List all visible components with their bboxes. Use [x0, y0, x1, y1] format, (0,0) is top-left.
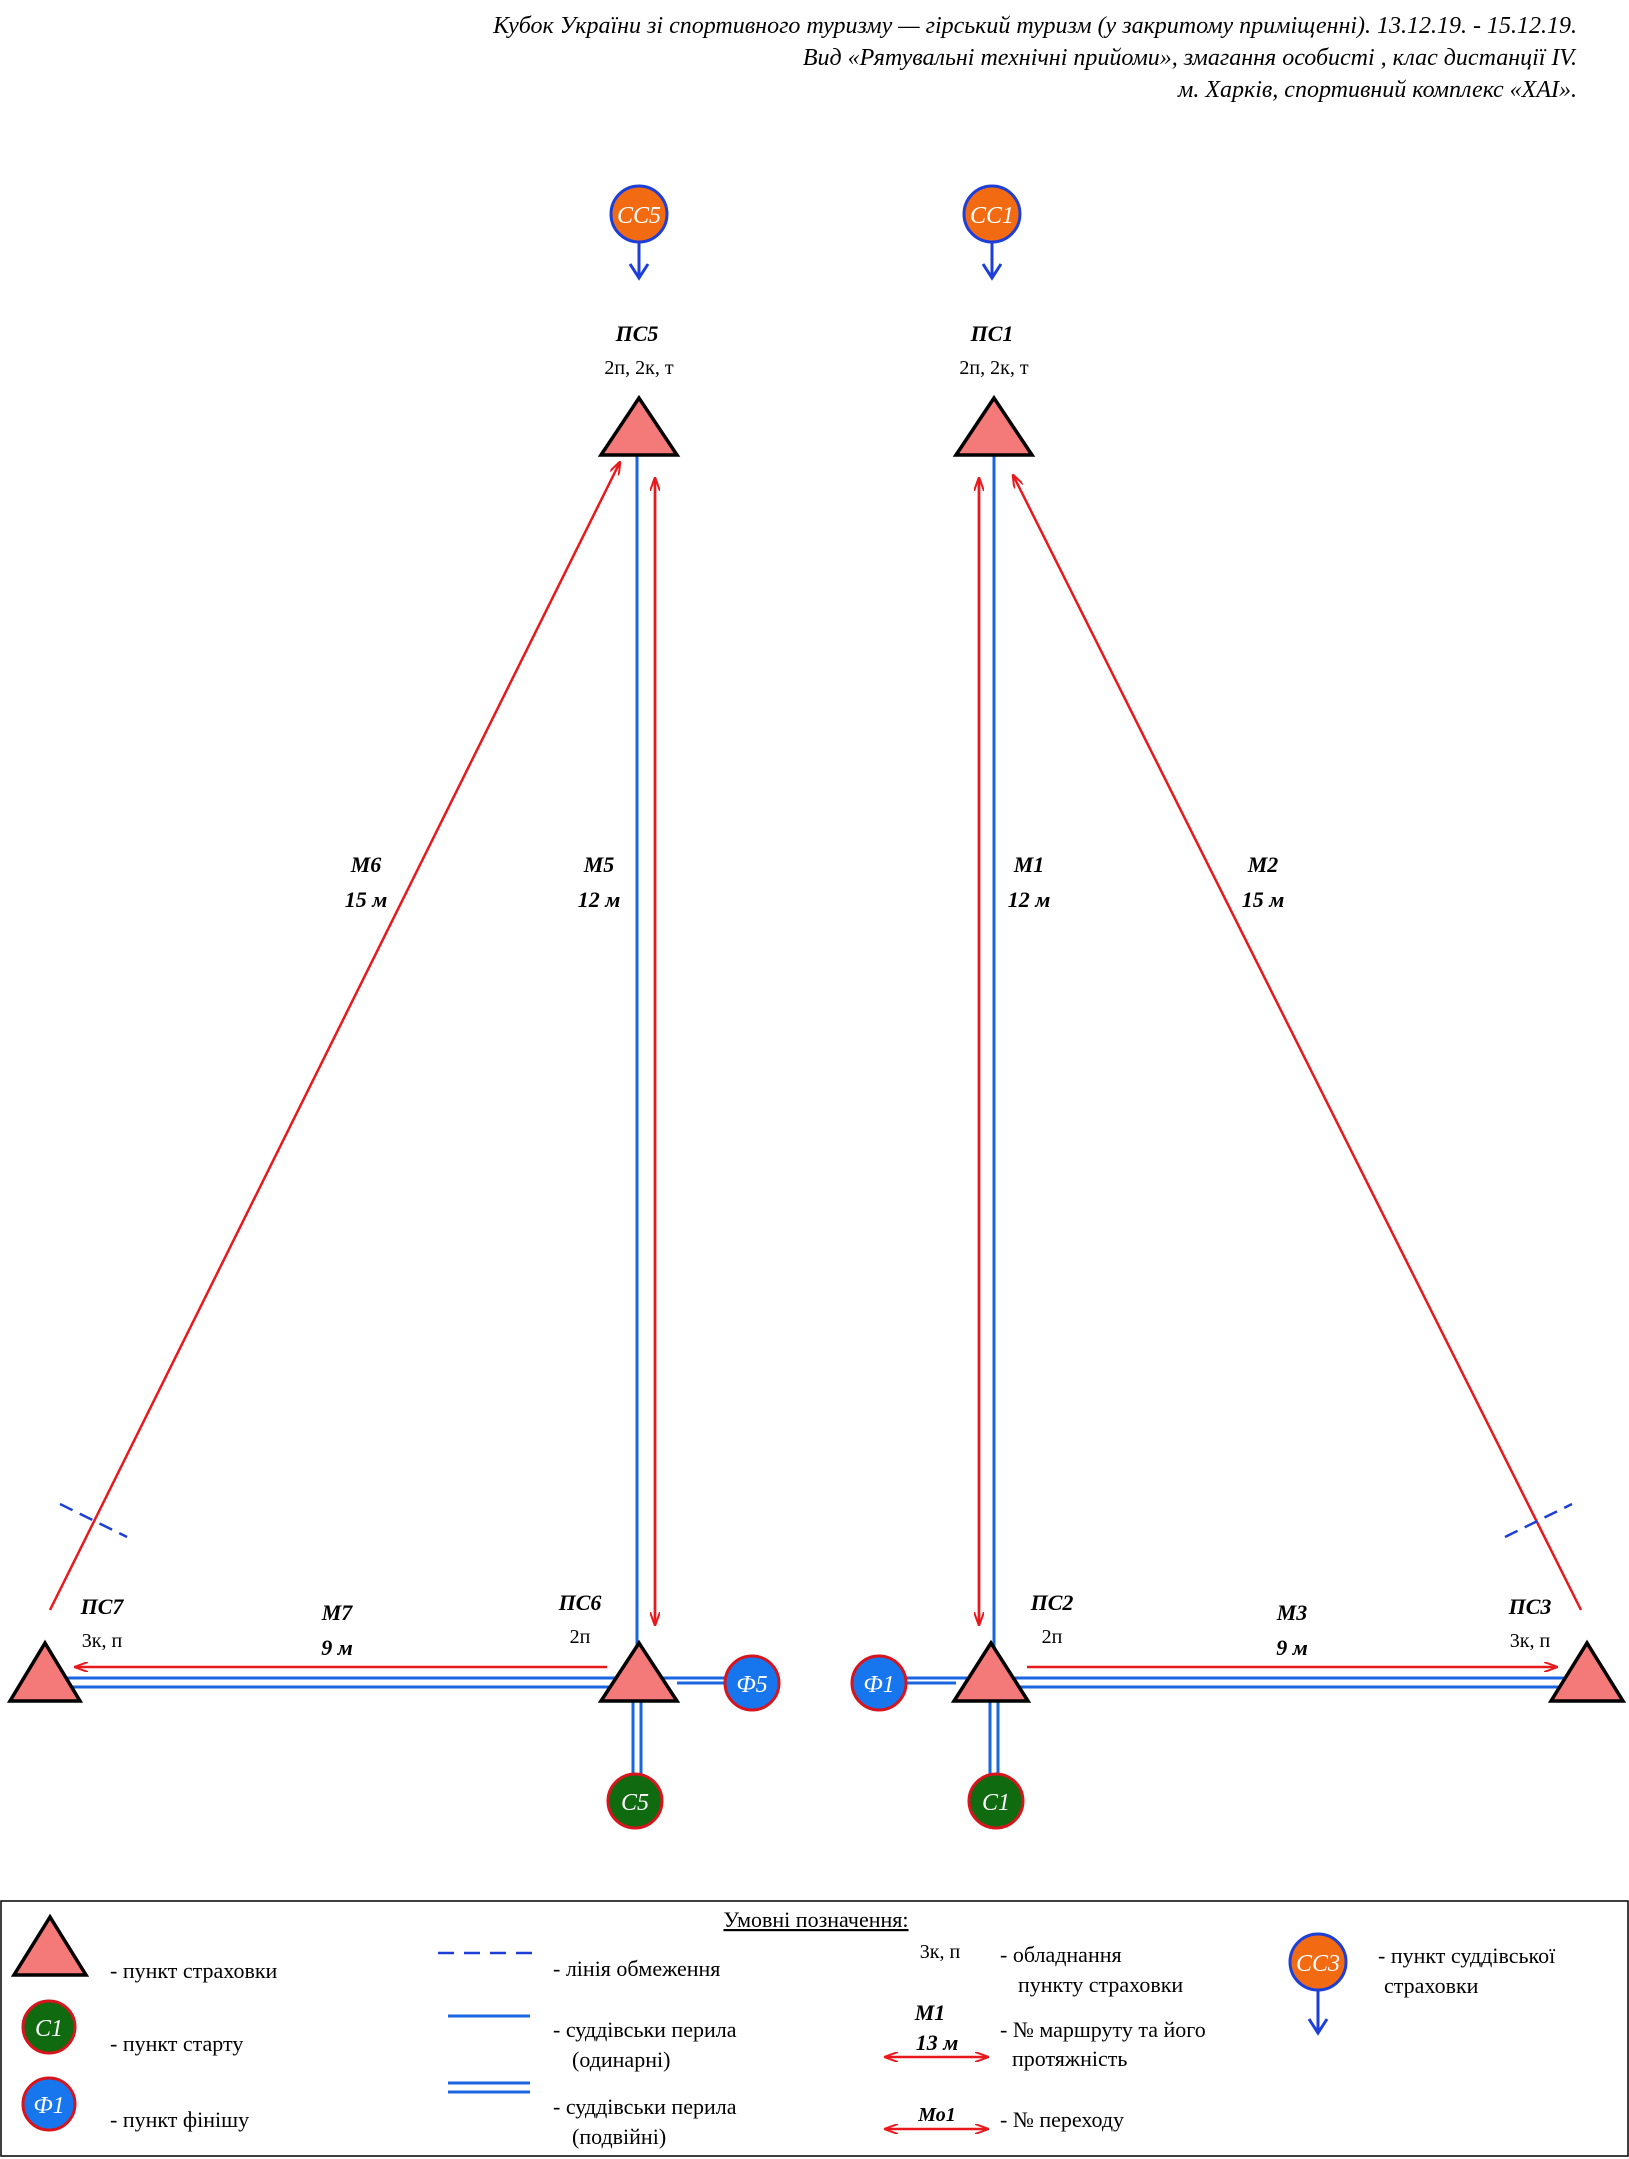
legend-route-icon-name: М1: [914, 2000, 946, 2025]
judge-circle-icon: [962, 184, 1022, 244]
legend-triangle-icon: [10, 1913, 90, 1977]
route-name-m3: М3: [1276, 1600, 1308, 1625]
legend-transfer-icon-name: Мо1: [917, 2104, 956, 2126]
judge-point-cc1: СС1: [962, 184, 1022, 281]
belay-point-triangle-ps7: [6, 1639, 84, 1703]
legend-single-text-1: - суддівськи перила: [553, 2017, 737, 2042]
belay-point-triangle-ps1: [952, 394, 1036, 457]
finish-label: Ф5: [736, 1672, 767, 1698]
route-name-m6: М6: [350, 852, 382, 877]
header-line-3: м. Харків, спортивний комплекс «ХАІ».: [1178, 77, 1577, 103]
start-circle-icon: [606, 1772, 664, 1830]
start-label: С1: [982, 1790, 1010, 1816]
judge-label: СС1: [970, 203, 1014, 229]
finish-circle-icon: [723, 1654, 781, 1712]
start-circle-icon: [967, 1772, 1025, 1830]
start-point-c5: С5: [606, 1772, 664, 1830]
point-equip-ps2: 2п: [1042, 1626, 1063, 1648]
point-name-ps3: ПС3: [1508, 1594, 1552, 1619]
legend-route-text-1: - № маршруту та його: [1000, 2017, 1206, 2042]
start-label: С5: [621, 1790, 649, 1816]
legend-single-text-2: (одинарні): [572, 2047, 670, 2072]
start-point-c1: С1: [967, 1772, 1025, 1830]
point-name-ps5: ПС5: [615, 321, 659, 346]
rail-double-c1: [988, 1700, 1000, 1778]
legend-triangle-text: - пункт страховки: [110, 1958, 278, 1983]
route-length-m7: 9 м: [321, 1635, 353, 1660]
point-name-ps6: ПС6: [558, 1590, 602, 1615]
rail-double-c5: [631, 1700, 643, 1778]
judge-point-cc5: СС5: [609, 184, 669, 281]
legend-start-icon: [21, 1999, 77, 2055]
route-name-m1: М1: [1013, 852, 1045, 877]
judge-circle-icon: [609, 184, 669, 244]
legend-route-text-2: протяжність: [1012, 2046, 1127, 2071]
belay-point-triangle-ps2: [950, 1639, 1032, 1703]
legend-title: Умовні позначення:: [723, 1907, 908, 1932]
route-name-m2: М2: [1247, 852, 1279, 877]
finish-label: Ф1: [863, 1672, 894, 1698]
route-length-m1: 12 м: [1008, 887, 1051, 912]
point-equip-ps7: 3к, п: [82, 1630, 123, 1652]
header-line-2: Вид «Рятувальні технічні прийоми», змага…: [802, 45, 1577, 71]
point-equip-ps5: 2п, 2к, т: [604, 357, 673, 379]
point-equip-ps6: 2п: [570, 1626, 591, 1648]
judge-label: СС5: [617, 203, 661, 229]
point-equip-ps1: 2п, 2к, т: [959, 357, 1028, 379]
legend-equip-text-2: пункту страховки: [1018, 1972, 1183, 1997]
legend-transfer-text: - № переходу: [1000, 2107, 1124, 2132]
route-line-m2: [1013, 475, 1583, 1611]
legend-finish-icon-label: Ф1: [33, 2093, 64, 2119]
point-name-ps7: ПС7: [80, 1594, 125, 1619]
legend-frame: [0, 1900, 1629, 2157]
legend-judge-text-1: - пункт суддівської: [1378, 1943, 1556, 1968]
legend-judge-icon: [1288, 1932, 1348, 2036]
legend-finish-text: - пункт фінішу: [110, 2107, 249, 2132]
route-length-m3: 9 м: [1276, 1635, 1308, 1660]
legend-judge-text-2: страховки: [1384, 1973, 1479, 1998]
belay-point-triangle-ps6: [597, 1639, 681, 1703]
point-name-ps1: ПС1: [970, 321, 1014, 346]
legend-finish-icon: [21, 2076, 77, 2132]
boundary-line-left: [59, 1502, 128, 1539]
legend-double-text-1: - суддівськи перила: [553, 2094, 737, 2119]
finish-circle-icon: [850, 1654, 908, 1712]
point-name-ps2: ПС2: [1030, 1590, 1074, 1615]
route-length-m6: 15 м: [345, 887, 388, 912]
belay-point-triangle-ps3: [1547, 1639, 1627, 1703]
legend-judge-icon-label: СС3: [1296, 1951, 1340, 1977]
route-length-m2: 15 м: [1242, 887, 1285, 912]
finish-point-f5: Ф5: [677, 1654, 781, 1712]
legend-equip-text-1: - обладнання: [1000, 1942, 1122, 1967]
legend-boundary-text: - лінія обмеження: [553, 1956, 720, 1981]
route-length-m5: 12 м: [578, 887, 621, 912]
point-equip-ps3: 3к, п: [1510, 1630, 1551, 1652]
header-line-1: Кубок України зі спортивного туризму — г…: [493, 13, 1577, 39]
boundary-line-right: [1504, 1502, 1573, 1539]
route-name-m5: М5: [583, 852, 615, 877]
route-name-m7: М7: [321, 1600, 354, 1625]
legend: Умовні позначення: - пункт страховки С1 …: [0, 1900, 1629, 2157]
legend-start-icon-label: С1: [35, 2016, 63, 2042]
finish-point-f1: Ф1: [850, 1654, 956, 1712]
belay-point-triangle-ps5: [597, 394, 681, 457]
legend-double-text-2: (подвійні): [572, 2124, 666, 2149]
legend-route-icon-length: 13 м: [916, 2030, 959, 2055]
route-line-m6: [48, 462, 620, 1611]
legend-start-text: - пункт старту: [110, 2031, 243, 2056]
legend-equip-icon: 3к, п: [920, 1941, 961, 1963]
